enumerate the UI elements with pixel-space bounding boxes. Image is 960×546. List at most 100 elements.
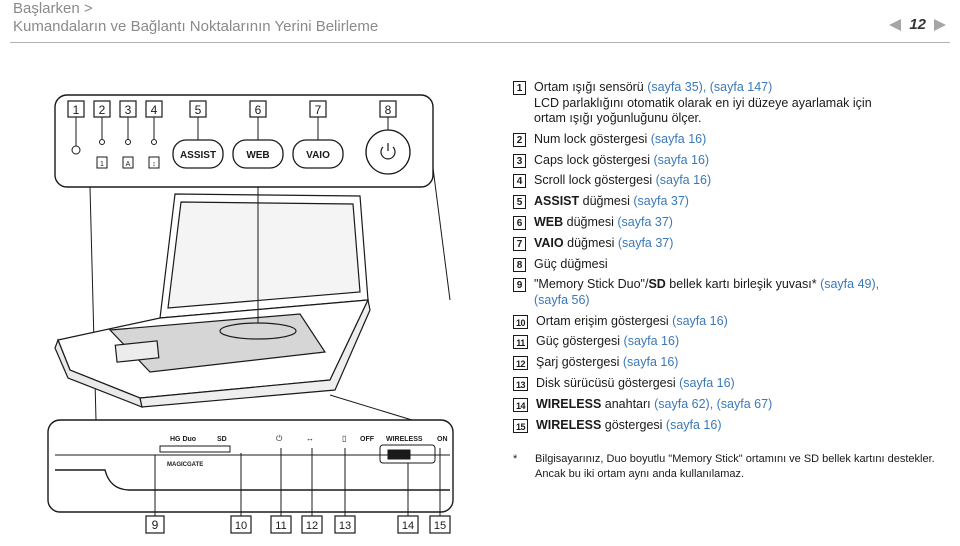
item-line: Güç düğmesi	[534, 257, 953, 273]
svg-text:12: 12	[306, 520, 318, 532]
item-line: (sayfa 56)	[534, 293, 953, 309]
item-line: Şarj göstergesi (sayfa 16)	[536, 355, 953, 371]
header-divider	[10, 42, 950, 43]
item-text: ortam ışığı yoğunluğunu ölçer.	[534, 111, 702, 125]
previous-page-arrow-icon[interactable]	[889, 18, 902, 31]
assist-button-label: ASSIST	[180, 150, 216, 161]
svg-text:1: 1	[73, 103, 80, 117]
item-number-box: 2	[513, 132, 526, 147]
breadcrumb[interactable]: Başlarken >	[13, 0, 93, 17]
item-line: ASSIST düğmesi (sayfa 37)	[534, 194, 953, 210]
item-number-box: 14	[513, 397, 528, 412]
item-text: LCD parlaklığını otomatik olarak en iyi …	[534, 95, 872, 110]
page-reference-link[interactable]: (sayfa 16)	[623, 334, 680, 349]
svg-text:14: 14	[402, 520, 414, 532]
item-description: ASSIST düğmesi (sayfa 37)	[534, 194, 953, 210]
svg-text:11: 11	[275, 520, 286, 532]
power-button[interactable]	[365, 129, 411, 175]
item-text: Num lock göstergesi	[534, 131, 651, 146]
svg-text:2: 2	[99, 103, 106, 117]
item-number-box: 15	[513, 418, 528, 433]
list-item: 15 WIRELESS göstergesi (sayfa 16)	[513, 418, 953, 434]
item-number-box: 8	[513, 257, 526, 272]
item-text: WIRELESS	[536, 417, 602, 432]
callout-12: 12	[301, 515, 323, 534]
page-reference-link[interactable]: (sayfa 56)	[534, 292, 590, 307]
item-text: Güç göstergesi	[536, 334, 624, 349]
svg-text:A: A	[126, 161, 131, 168]
disk-indicator-icon: ▯	[342, 434, 346, 443]
item-text: göstergesi	[601, 417, 666, 432]
item-text: ASSIST	[534, 194, 580, 209]
next-page-arrow-icon[interactable]	[934, 18, 946, 31]
item-text: anahtarı	[601, 396, 655, 411]
page-reference-link[interactable]: (sayfa 16)	[653, 152, 710, 167]
page-reference-link[interactable]: (sayfa 37)	[633, 194, 689, 209]
keyboard-indicator-panel	[54, 94, 434, 188]
page-reference-link[interactable]: (sayfa 16)	[655, 173, 712, 188]
list-item: 13 Disk sürücüsü göstergesi (sayfa 16)	[513, 376, 953, 392]
page-reference-link[interactable]: (sayfa 37)	[617, 235, 674, 250]
list-item: 14 WIRELESS anahtarı (sayfa 62), (sayfa 6…	[513, 397, 953, 413]
page-reference-link[interactable]: (sayfa 49),	[820, 277, 880, 292]
svg-text:6: 6	[255, 103, 262, 117]
num-lock-icon	[96, 156, 108, 169]
item-line: Güç göstergesi (sayfa 16)	[536, 334, 953, 350]
item-number-box: 13	[513, 377, 528, 392]
page-reference-link[interactable]: (sayfa 16)	[665, 417, 722, 432]
svg-text:10: 10	[235, 520, 247, 532]
list-item: 2 Num lock göstergesi (sayfa 16)	[513, 132, 953, 148]
callout-7: 7	[309, 100, 327, 118]
on-label: ON	[437, 436, 448, 443]
page-reference-link[interactable]: (sayfa 16)	[650, 131, 707, 146]
item-line: WIRELESS anahtarı (sayfa 62), (sayfa 67)	[536, 397, 953, 413]
callout-1: 1	[67, 100, 85, 118]
item-line: Num lock göstergesi (sayfa 16)	[534, 132, 953, 148]
callout-6: 6	[249, 100, 267, 118]
page-reference-link[interactable]: (sayfa 16)	[672, 313, 728, 328]
item-line: Scroll lock göstergesi (sayfa 16)	[534, 173, 953, 189]
laptop-illustration	[54, 193, 371, 408]
item-line: WIRELESS göstergesi (sayfa 16)	[536, 418, 953, 434]
callout-13: 13	[334, 515, 356, 534]
footnote: * Bilgisayarınız, Duo boyutlu "Memory St…	[513, 452, 953, 482]
page-title: Kumandaların ve Bağlantı Noktalarının Ye…	[13, 18, 379, 35]
item-description: Num lock göstergesi (sayfa 16)	[534, 132, 953, 148]
item-number-box: 11	[513, 335, 528, 350]
page-navigator: 12	[889, 16, 946, 33]
vaio-button-label: VAIO	[306, 150, 330, 161]
caps-lock-icon	[122, 156, 134, 169]
page-reference-link[interactable]: (sayfa 16)	[679, 376, 735, 391]
ambient-light-sensor-icon	[71, 145, 81, 155]
caps-lock-light-icon	[125, 139, 131, 145]
page-reference-link[interactable]: (sayfa 16)	[622, 355, 679, 370]
item-text: WEB	[534, 214, 564, 229]
item-line: "Memory Stick Duo"/SD bellek kartı birle…	[534, 277, 953, 293]
item-description: "Memory Stick Duo"/SD bellek kartı birle…	[534, 277, 953, 308]
item-text: Disk sürücüsü göstergesi	[536, 376, 680, 391]
callout-14: 14	[397, 515, 419, 534]
item-text: VAIO	[534, 235, 564, 250]
item-line: Ortam erişim göstergesi (sayfa 16)	[536, 314, 953, 330]
svg-text:9: 9	[152, 518, 159, 532]
power-indicator-icon: ⏻	[276, 434, 283, 443]
page-reference-link[interactable]: (sayfa 37)	[617, 214, 673, 229]
sd-label: SD	[217, 436, 227, 443]
item-text: Güç düğmesi	[534, 256, 608, 271]
scroll-lock-icon	[148, 156, 160, 169]
laptop-side	[139, 298, 371, 408]
svg-text:4: 4	[151, 103, 158, 117]
item-description: WIRELESS göstergesi (sayfa 16)	[536, 418, 953, 434]
page-reference-link[interactable]: (sayfa 35), (sayfa 147)	[647, 80, 773, 94]
page-reference-link[interactable]: (sayfa 62), (sayfa 67)	[654, 396, 773, 411]
item-description: Ortam ışığı sensörü (sayfa 35), (sayfa 1…	[534, 80, 953, 127]
power-icon	[380, 146, 396, 160]
item-text: Ortam erişim göstergesi	[536, 313, 673, 328]
wireless-label: WIRELESS	[386, 436, 423, 443]
